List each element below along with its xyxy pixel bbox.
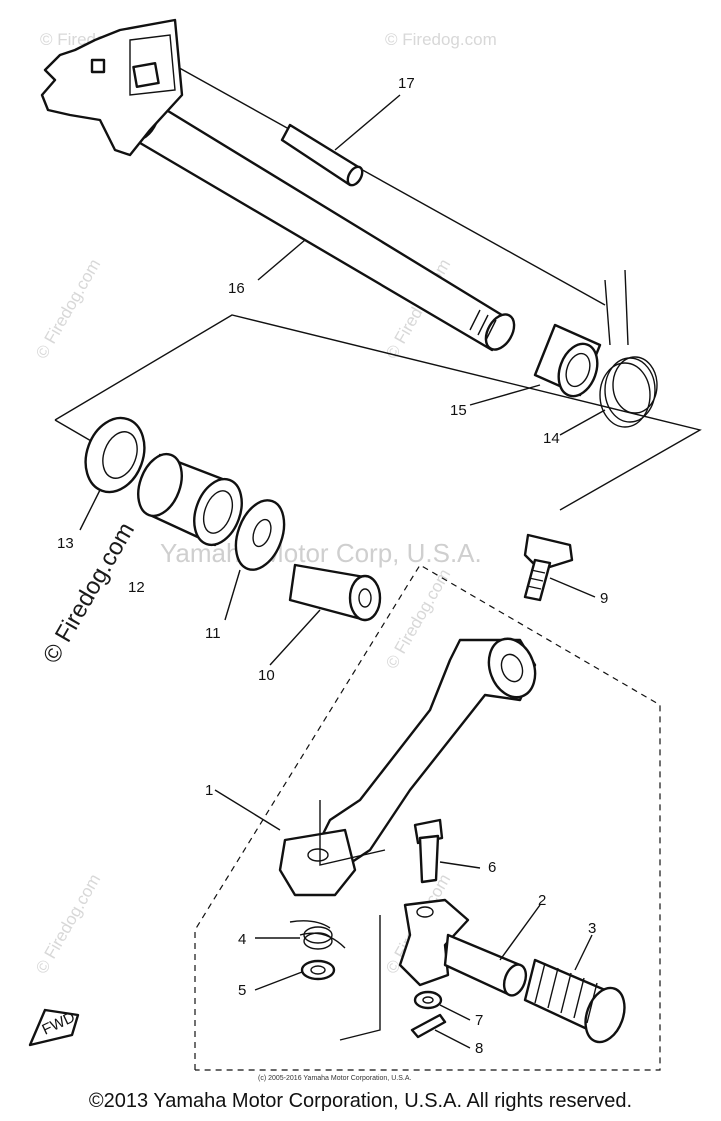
exploded-parts-diagram: © Firedog.com © Firedog.com © Firedog.co… xyxy=(28,18,702,1082)
pin-17 xyxy=(280,123,364,187)
watermark-site-3: © Firedog.com xyxy=(32,256,104,362)
spring-14 xyxy=(599,269,658,428)
callout-8: 8 xyxy=(475,1040,483,1057)
washer-7 xyxy=(413,990,443,1010)
kick-shaft xyxy=(40,18,516,352)
callout-5: 5 xyxy=(238,982,246,999)
leader-lines xyxy=(79,94,606,1049)
callout-15: 15 xyxy=(450,402,467,419)
callout-3: 3 xyxy=(588,920,596,937)
callout-14: 14 xyxy=(543,430,560,447)
group-outline-upper xyxy=(54,314,702,511)
callout-17: 17 xyxy=(398,75,415,92)
bushing-12 xyxy=(137,452,243,547)
alignment-line-top xyxy=(164,59,606,306)
pivot-pin-6 xyxy=(413,818,444,884)
group-outline-lever xyxy=(194,564,661,1071)
kick-pedal-2 xyxy=(339,898,528,1041)
callout-7: 7 xyxy=(475,1012,483,1029)
watermark-small-copyright: (c) 2005-2016 Yamaha Motor Corporation, … xyxy=(258,1075,411,1082)
callout-4: 4 xyxy=(238,931,246,948)
watermark-site-6: © Firedog.com xyxy=(32,871,104,977)
fwd-arrow-icon: FWD xyxy=(28,1009,80,1047)
torsion-spring-4 xyxy=(289,920,346,950)
callout-2: 2 xyxy=(538,892,546,909)
watermark-site-2: © Firedog.com xyxy=(385,30,497,49)
pedal-rubber-3 xyxy=(523,958,626,1044)
washer-11 xyxy=(234,499,286,571)
copyright-footer: ©2013 Yamaha Motor Corporation, U.S.A. A… xyxy=(88,1090,633,1112)
oil-seal-13 xyxy=(84,416,146,494)
cotter-pin-8 xyxy=(410,1013,447,1039)
callout-10: 10 xyxy=(258,667,275,684)
callout-16: 16 xyxy=(228,280,245,297)
kick-crank-1 xyxy=(278,637,537,897)
callout-9: 9 xyxy=(600,590,608,607)
callout-1: 1 xyxy=(205,782,213,799)
collar-15 xyxy=(533,323,602,398)
callout-11: 11 xyxy=(205,625,221,642)
callout-6: 6 xyxy=(488,859,496,876)
spacer-10 xyxy=(288,563,382,622)
callout-labels: 17 16 15 14 13 12 11 10 9 1 6 2 3 4 5 7 … xyxy=(57,75,608,1057)
washer-5 xyxy=(300,959,336,981)
bolt-9 xyxy=(523,533,574,602)
callout-12: 12 xyxy=(128,579,145,596)
callout-13: 13 xyxy=(57,535,74,552)
watermark-side: © Firedog.com xyxy=(38,518,140,668)
watermark-site-5: © Firedog.com xyxy=(382,566,454,672)
